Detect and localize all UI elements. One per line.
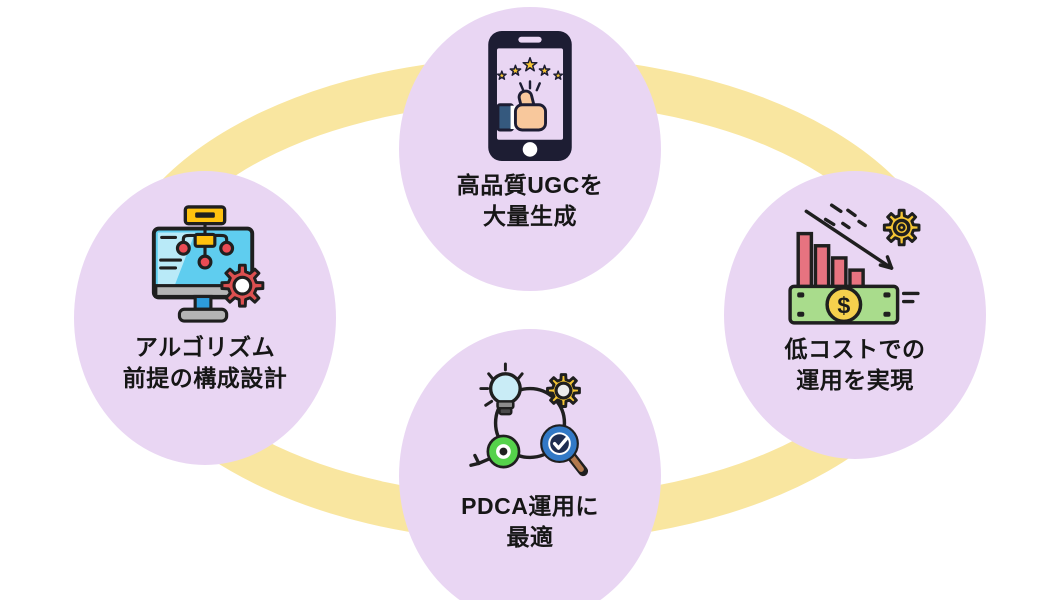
gear-icon	[545, 373, 581, 408]
feature-label-low-cost: 低コストでの 運用を実現	[785, 334, 926, 396]
algorithm-flowchart-monitor-icon	[151, 205, 265, 323]
feature-label-pdca: PDCA運用に 最適	[461, 491, 599, 553]
gear-icon	[220, 263, 265, 308]
feature-label-line: 運用を実現	[796, 367, 914, 393]
dollar-sign: $	[837, 293, 850, 319]
feature-bubble-algorithm: アルゴリズム 前提の構成設計	[74, 171, 336, 465]
magnifier-check-icon	[539, 424, 588, 477]
feature-bubble-low-cost: $ 低コストでの 運用を実現	[724, 171, 986, 459]
smartphone-thumbsup-stars-icon	[488, 30, 572, 162]
feature-label-algorithm: アルゴリズム 前提の構成設計	[123, 332, 288, 394]
feature-bubble-pdca: PDCA運用に 最適	[399, 329, 661, 600]
feature-label-line: 低コストでの	[784, 336, 926, 362]
feature-bubble-ugc: 高品質UGCを 大量生成	[399, 7, 661, 291]
feature-label-line: 高品質UGCを	[456, 172, 604, 198]
pdca-cycle-icon	[468, 362, 588, 477]
target-dart-icon	[468, 434, 520, 469]
feature-label-line: 大量生成	[483, 203, 577, 229]
gear-icon	[882, 208, 921, 247]
lightbulb-icon	[478, 362, 524, 416]
feature-label-line: 最適	[506, 524, 554, 550]
cost-down-money-icon: $	[788, 203, 921, 325]
feature-label-ugc: 高品質UGCを 大量生成	[457, 170, 604, 232]
feature-label-line: アルゴリズム	[134, 334, 276, 360]
feature-label-line: 前提の構成設計	[122, 365, 288, 391]
feature-label-line: PDCA運用に	[461, 493, 599, 519]
